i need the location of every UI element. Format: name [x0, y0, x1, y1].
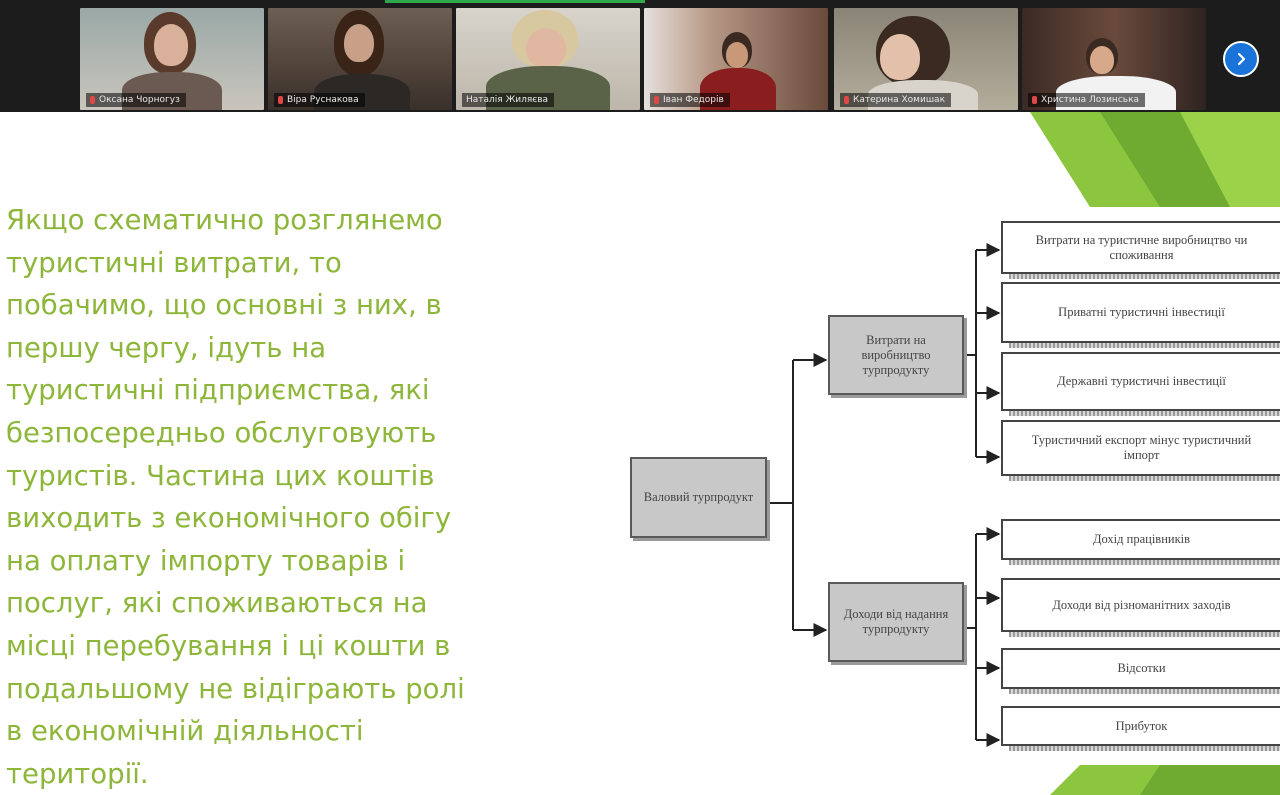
chevron-right-icon	[1237, 52, 1246, 66]
diagram-item-box: Прибуток	[1001, 706, 1280, 751]
participant-tile-5[interactable]: Катерина Хомишак	[834, 8, 1018, 110]
diagram-item-box: Приватні туристичні інвестиції	[1001, 282, 1280, 348]
participant-name: Іван Федорів	[650, 93, 730, 107]
participant-tile-2[interactable]: Віра Руснакова	[268, 8, 452, 110]
diagram-item-box: Відсотки	[1001, 648, 1280, 694]
participant-tile-1[interactable]: Оксана Чорногуз	[80, 8, 264, 110]
slide-decoration-top	[1030, 112, 1280, 207]
slide-text-line: місці перебування і ці кошти в	[6, 629, 451, 662]
mic-muted-icon	[278, 96, 283, 104]
slide-text-line: безпосередньо обслуговують	[6, 416, 437, 449]
participant-name: Віра Руснакова	[274, 93, 365, 107]
participant-name: Катерина Хомишак	[840, 93, 952, 107]
slide-text-line: Якщо схематично розглянемо	[6, 204, 443, 236]
participant-name: Наталія Жиляєва	[462, 93, 555, 107]
participant-tile-6[interactable]: Христина Лозинська	[1022, 8, 1206, 110]
diagram-item-box: Дохід працівників	[1001, 519, 1280, 565]
diagram-branch-box: Доходи від надання турпродукту	[828, 582, 964, 662]
mic-muted-icon	[844, 96, 849, 104]
participant-name: Христина Лозинська	[1028, 93, 1146, 107]
diagram-branch-box: Витрати на виробництво турпродукту	[828, 315, 964, 395]
slide-text-line: туристичні підприємства, які	[6, 374, 430, 407]
participant-name: Оксана Чорногуз	[86, 93, 186, 107]
mic-muted-icon	[1032, 96, 1037, 104]
slide-decoration-bottom	[1050, 765, 1280, 795]
slide-body-text: Якщо схематично розглянемо туристичні вит…	[6, 199, 566, 795]
slide-text-line: побачимо, що основні з них, в	[6, 289, 442, 322]
participant-strip: Оксана Чорногуз Віра Руснакова Наталія Ж…	[0, 0, 1280, 112]
slide-text-line: подальшому не відіграють ролі	[6, 672, 465, 705]
mic-muted-icon	[654, 96, 659, 104]
slide-text-line: послуг, які споживаються на	[6, 587, 428, 620]
slide-text-line: виходить з економічного обігу	[6, 502, 452, 535]
slide-text-line: на оплату імпорту товарів і	[6, 544, 406, 577]
slide-text-line: туристичні витрати, то	[6, 246, 342, 279]
participant-tile-4[interactable]: Іван Федорів	[644, 8, 828, 110]
slide-text-line: території.	[6, 757, 149, 790]
next-participants-button[interactable]	[1223, 41, 1259, 77]
diagram-root-box: Валовий турпродукт	[630, 457, 767, 538]
slide-text-line: першу чергу, ідуть на	[6, 331, 327, 364]
diagram-item-box: Витрати на туристичне виробництво чи спо…	[1001, 221, 1280, 279]
mic-muted-icon	[90, 96, 95, 104]
slide-text-line: в економічній діяльності	[6, 715, 364, 748]
diagram-item-box: Державні туристичні інвестиції	[1001, 352, 1280, 416]
active-speaker-indicator	[385, 0, 645, 3]
participant-tile-3[interactable]: Наталія Жиляєва	[456, 8, 640, 110]
diagram-item-box: Доходи від різноманітних заходів	[1001, 578, 1280, 637]
diagram-item-box: Туристичний експорт мінус туристичний ім…	[1001, 420, 1280, 481]
slide-text-line: туристів. Частина цих коштів	[6, 459, 435, 492]
